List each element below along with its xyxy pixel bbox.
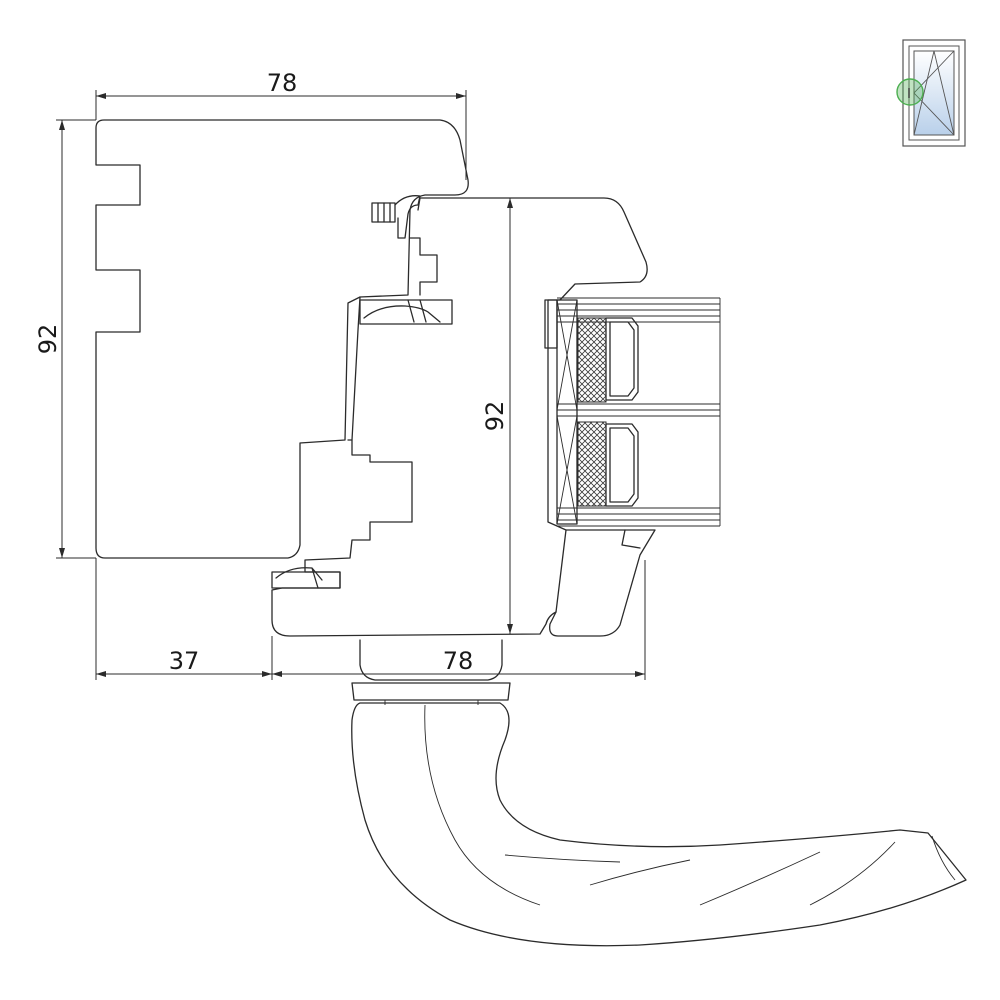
dimension-bottom: 37 78 xyxy=(95,558,646,680)
tilt-turn-window-icon xyxy=(896,39,966,147)
section-marker-circle xyxy=(896,78,924,106)
dimension-label-middle: 92 xyxy=(481,401,509,432)
dimension-frame-height: 92 xyxy=(34,119,96,559)
window-handle xyxy=(351,639,967,947)
dimension-label-bottom-right: 78 xyxy=(443,647,474,675)
frame-seal-middle xyxy=(359,299,453,325)
frame-profile xyxy=(95,119,469,559)
sash-profile xyxy=(271,197,656,637)
dimension-frame-width: 78 xyxy=(95,69,467,180)
dimension-label-bottom-left: 37 xyxy=(169,647,200,675)
dimension-label-top: 78 xyxy=(267,69,298,97)
glazing-unit xyxy=(544,297,721,527)
frame-seal-upper xyxy=(371,195,438,296)
dimension-sash-height: 92 xyxy=(481,198,513,634)
dimension-label-left: 92 xyxy=(34,324,62,355)
sash-seal-lower xyxy=(271,567,341,589)
